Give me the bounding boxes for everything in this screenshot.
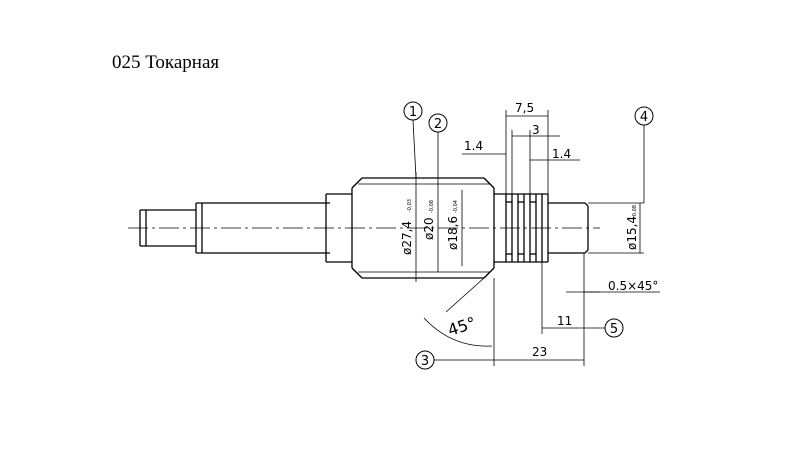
callout-3-circle bbox=[415, 350, 435, 370]
callout-5-circle bbox=[604, 318, 624, 338]
callout-4: 4 bbox=[640, 110, 648, 125]
dia-20-tol: -0,08 bbox=[429, 200, 435, 213]
callout1-leader bbox=[412, 119, 417, 179]
dim-1-4-left: 1.4 bbox=[464, 139, 483, 153]
page-title: 025 Токарная bbox=[112, 52, 220, 73]
callout-2: 2 bbox=[434, 117, 442, 132]
callout-3: 3 bbox=[421, 354, 429, 369]
callout-4-circle bbox=[634, 106, 654, 126]
dia-18-6: ø18,6 bbox=[446, 216, 460, 250]
dim-chamfer: 0.5×45° bbox=[608, 279, 658, 293]
dim-11: 11 bbox=[557, 314, 572, 328]
dim-7-5: 7,5 bbox=[515, 101, 534, 115]
dim-1-4-right: 1.4 bbox=[552, 147, 571, 161]
bottom-dimensions bbox=[423, 253, 660, 366]
top-dimensions bbox=[462, 110, 580, 194]
dia-15-4-tol: -0,08 bbox=[632, 205, 638, 218]
dia-27-4-tol: -0,03 bbox=[407, 199, 413, 212]
dim-angle: 45° bbox=[445, 313, 478, 340]
dia-18-6-tol: -0,04 bbox=[453, 200, 459, 213]
dia-15-4: ø15,4 bbox=[625, 216, 639, 250]
callout-2-circle bbox=[428, 113, 448, 133]
callout-1: 1 bbox=[409, 105, 417, 120]
dia-27-4: ø27,4 bbox=[400, 221, 414, 255]
dia-20: ø20 bbox=[422, 217, 436, 240]
callout-5: 5 bbox=[610, 322, 618, 337]
dim-23: 23 bbox=[532, 345, 547, 359]
callout-1-circle bbox=[403, 101, 423, 121]
dim-3: 3 bbox=[532, 123, 540, 137]
